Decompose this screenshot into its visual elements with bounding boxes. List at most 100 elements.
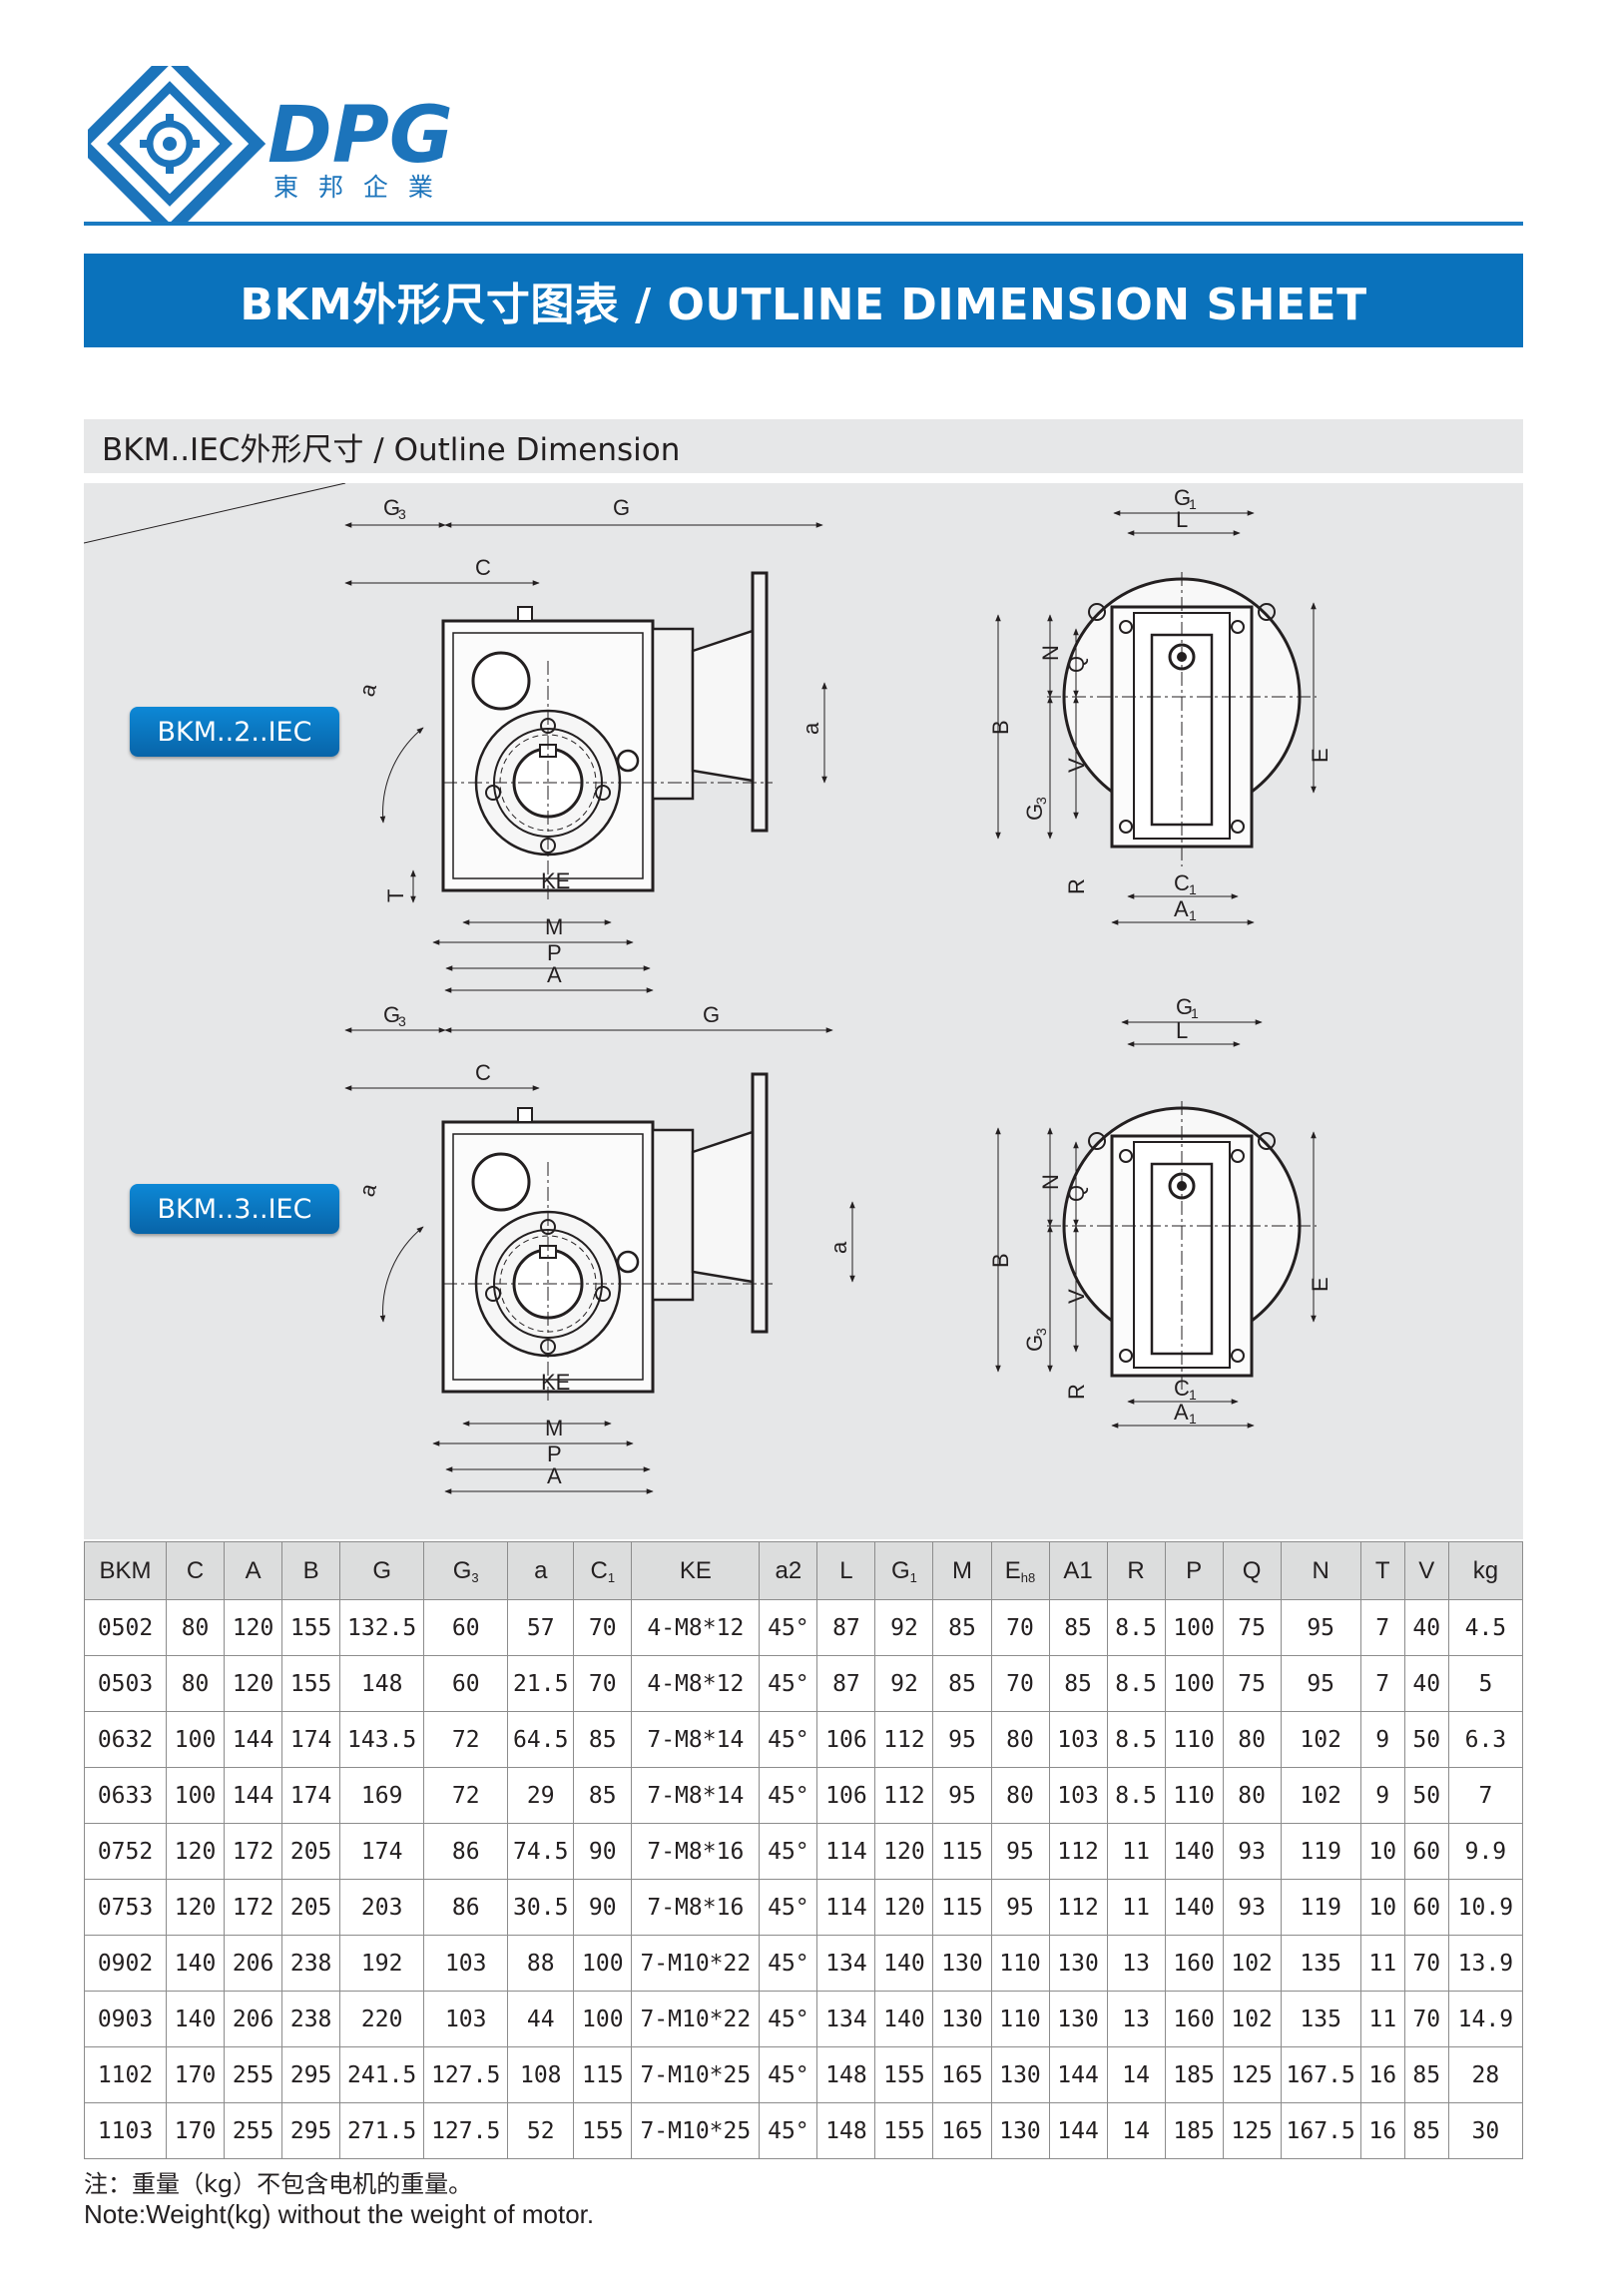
column-header: C — [166, 1541, 226, 1600]
table-cell: 206 — [224, 1991, 283, 2047]
dim-c1-sub: 1 — [1189, 881, 1197, 897]
table-cell: 174 — [281, 1767, 341, 1824]
dim-ke: KE — [541, 868, 570, 893]
column-header-label: a — [534, 1556, 548, 1584]
table-cell: 52 — [507, 2102, 575, 2159]
column-header: A1 — [1048, 1541, 1108, 1600]
dim-g1-sub: 1 — [1191, 1005, 1199, 1021]
table-cell: 140 — [166, 1935, 226, 1992]
table-cell: 11 — [1359, 1935, 1405, 1992]
dim-c1-sub: 1 — [1189, 1387, 1197, 1403]
table-cell: 60 — [1403, 1823, 1449, 1880]
table-cell: 130 — [990, 2046, 1050, 2103]
table-cell: 100 — [166, 1767, 226, 1824]
dim-q: Q — [1064, 1185, 1089, 1202]
table-cell: 100 — [573, 1991, 633, 2047]
end-view-2: G 1 L B N Q G 3 V E R C 1 A 1 — [988, 485, 1332, 925]
table-cell: 0632 — [83, 1711, 168, 1768]
table-cell: 155 — [874, 2046, 934, 2103]
dim-p: P — [547, 1441, 562, 1466]
table-cell: 9 — [1359, 1767, 1405, 1824]
table-cell: 50 — [1403, 1767, 1449, 1824]
column-header-label: R — [1127, 1556, 1145, 1584]
table-cell: 174 — [339, 1823, 425, 1880]
column-header-label: BKM — [99, 1556, 152, 1584]
model-badge-3: BKM..3..IEC — [130, 1184, 339, 1234]
drawing-panel: G 3 G C a a T KE M P A — [83, 482, 1523, 1539]
table-cell: 140 — [874, 1935, 934, 1992]
table-cell: 103 — [423, 1935, 509, 1992]
table-cell: 170 — [166, 2046, 226, 2103]
table-cell: 185 — [1164, 2102, 1224, 2159]
column-header-label: kg — [1472, 1556, 1499, 1584]
column-header: R — [1106, 1541, 1166, 1600]
dim-a2: a — [354, 680, 382, 699]
table-cell: 13 — [1106, 1935, 1166, 1992]
column-header-subscript: 3 — [471, 1569, 479, 1585]
table-cell: 40 — [1403, 1599, 1449, 1656]
table-cell: 102 — [1280, 1711, 1361, 1768]
dim-g1: G — [1176, 994, 1193, 1019]
table-cell: 140 — [1164, 1879, 1224, 1936]
table-cell: 119 — [1280, 1879, 1361, 1936]
table-cell: 120 — [874, 1879, 934, 1936]
table-cell: 86 — [423, 1823, 509, 1880]
table-cell: 0752 — [83, 1823, 168, 1880]
table-cell: 140 — [166, 1991, 226, 2047]
dim-c: C — [475, 555, 491, 580]
page-title: BKM外形尺寸图表 / OUTLINE DIMENSION SHEET — [240, 280, 1367, 330]
table-cell: 120 — [224, 1599, 283, 1656]
table-cell: 45° — [759, 2102, 818, 2159]
table-cell: 85 — [1403, 2046, 1449, 2103]
section-header: BKM..IEC外形尺寸 / Outline Dimension — [84, 419, 1523, 473]
column-header-label: G — [891, 1556, 910, 1584]
table-cell: 40 — [1403, 1655, 1449, 1712]
table-cell: 14.9 — [1447, 1991, 1524, 2047]
table-cell: 127.5 — [423, 2046, 509, 2103]
column-header-label: T — [1374, 1556, 1390, 1584]
column-header-label: L — [839, 1556, 853, 1584]
dim-r: R — [1064, 1384, 1089, 1400]
table-cell: 112 — [874, 1711, 934, 1768]
column-header: BKM — [83, 1541, 168, 1600]
table-cell: 114 — [816, 1823, 876, 1880]
table-cell: 205 — [281, 1879, 341, 1936]
table-cell: 155 — [281, 1655, 341, 1712]
dim-g3: G — [383, 1002, 400, 1027]
table-cell: 4.5 — [1447, 1599, 1524, 1656]
table-cell: 9 — [1359, 1711, 1405, 1768]
table-cell: 0753 — [83, 1879, 168, 1936]
dim-p: P — [547, 940, 562, 965]
table-cell: 30 — [1447, 2102, 1524, 2159]
table-cell: 29 — [507, 1767, 575, 1824]
table-cell: 85 — [1048, 1655, 1108, 1712]
dim-c1: C — [1174, 1376, 1190, 1401]
column-header-label: Q — [1242, 1556, 1262, 1584]
dim-m: M — [545, 914, 563, 939]
table-cell: 7-M8*16 — [631, 1823, 761, 1880]
table-cell: 88 — [507, 1935, 575, 1992]
column-header-label: M — [951, 1556, 972, 1584]
table-cell: 70 — [1403, 1991, 1449, 2047]
table-cell: 80 — [990, 1767, 1050, 1824]
table-cell: 45° — [759, 1991, 818, 2047]
column-header: B — [281, 1541, 341, 1600]
column-header-label: C — [186, 1556, 205, 1584]
column-header: kg — [1447, 1541, 1524, 1600]
table-cell: 144 — [224, 1711, 283, 1768]
table-cell: 70 — [990, 1655, 1050, 1712]
dim-t: T — [383, 889, 408, 902]
column-header-label: V — [1418, 1556, 1435, 1584]
table-cell: 85 — [573, 1711, 633, 1768]
table-cell: 60 — [423, 1655, 509, 1712]
table-cell: 45° — [759, 1767, 818, 1824]
dim-a-total: A — [547, 962, 562, 987]
table-cell: 170 — [166, 2102, 226, 2159]
table-cell: 125 — [1222, 2102, 1282, 2159]
column-header-subscript: h8 — [1020, 1569, 1036, 1585]
